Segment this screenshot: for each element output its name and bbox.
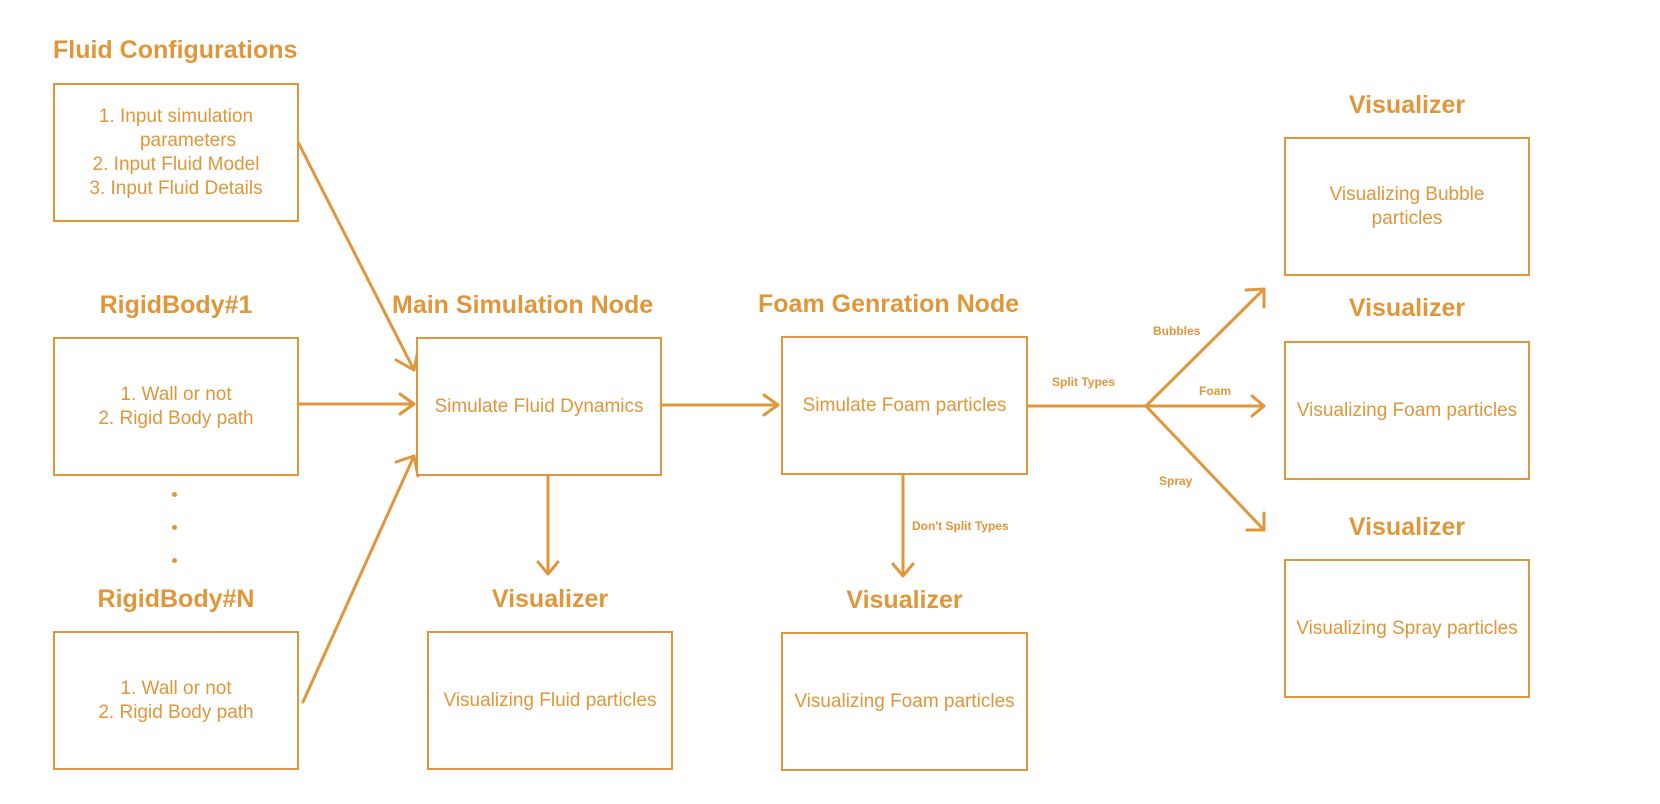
foam-visualizer-bottom-box: Visualizing Foam particles [781,632,1028,771]
fluid-config-item-3: 3. Input Fluid Details [89,177,263,199]
arrow-foam-to-bottom-visualizer [891,473,915,578]
fluid-config-item-2: 2. Input Fluid Model [92,153,260,175]
arrow-rigidbodyn-to-main [301,454,420,704]
edge-label-spray: Spray [1159,474,1193,488]
edge-label-bubbles: Bubbles [1153,324,1201,338]
rigidbody-n-box: 1. Wall or not 2. Rigid Body path [53,631,299,770]
rigidbody-n-list: 1. Wall or not 2. Rigid Body path [98,677,253,725]
foam-visualizer-bottom-label: Visualizing Foam particles [794,690,1015,712]
rigidbody-1-item-2: 2. Rigid Body path [98,407,254,429]
foam-visualizer-right-label: Visualizing Foam particles [1296,399,1518,421]
ellipsis-dot [172,558,177,563]
fluid-visualizer-box: Visualizing Fluid particles [427,631,673,770]
foam-visualizer-bottom-title: Visualizer [846,586,963,614]
fluid-config-item-1: 1. Input simulation [98,105,254,127]
rigidbody-1-title: RigidBody#1 [99,291,253,319]
arrow-main-to-fluid-visualizer [536,474,560,576]
ellipsis-dot [172,492,177,497]
bubble-visualizer-label: Visualizing Bubble particles [1329,183,1485,229]
arrow-split-to-foam [1144,394,1266,418]
rigidbody-1-item-1: 1. Wall or not [120,383,232,405]
main-node-box: Simulate Fluid Dynamics [416,337,662,476]
foam-node-label: Simulate Foam particles [802,394,1007,416]
arrow-split-to-spray [1144,404,1266,532]
fluid-config-box: 1. Input simulation parameters 2. Input … [53,83,299,222]
fluid-config-item-1-cont: parameters [139,129,237,151]
foam-visualizer-right-box: Visualizing Foam particles [1284,341,1530,480]
foam-visualizer-right-title: Visualizer [1348,294,1466,322]
rigidbody-n-item-1: 1. Wall or not [120,677,232,699]
spray-visualizer-title: Visualizer [1348,513,1466,541]
ellipsis-dot [172,525,177,530]
fluid-config-list: 1. Input simulation parameters 2. Input … [89,105,262,201]
fluid-config-title: Fluid Configurations [53,36,298,64]
arrow-main-to-foam [660,393,780,417]
main-node-title: Main Simulation Node [392,291,654,319]
foam-node-box: Simulate Foam particles [781,336,1028,475]
rigidbody-1-list: 1. Wall or not 2. Rigid Body path [98,383,253,431]
main-node-label: Simulate Fluid Dynamics [434,395,644,417]
bubble-visualizer-box: Visualizing Bubble particles [1284,137,1530,276]
edge-label-dont-split: Don't Split Types [912,519,1009,533]
foam-node-title: Foam Genration Node [758,290,1020,318]
arrow-rigidbody1-to-main [296,392,416,416]
spray-visualizer-label: Visualizing Spray particles [1296,617,1518,639]
fluid-visualizer-title: Visualizer [491,585,609,613]
rigidbody-n-title: RigidBody#N [97,585,255,613]
edge-label-split-types: Split Types [1052,375,1116,389]
rigidbody-1-box: 1. Wall or not 2. Rigid Body path [53,337,299,476]
rigidbody-n-item-2: 2. Rigid Body path [98,701,254,723]
bubble-visualizer-title: Visualizer [1348,91,1466,119]
arrow-split-to-bubbles [1144,287,1266,408]
arrow-fluid-config-to-main [296,140,420,372]
fluid-visualizer-label: Visualizing Fluid particles [443,689,657,711]
edge-label-foam: Foam [1199,384,1232,398]
spray-visualizer-box: Visualizing Spray particles [1284,559,1530,698]
